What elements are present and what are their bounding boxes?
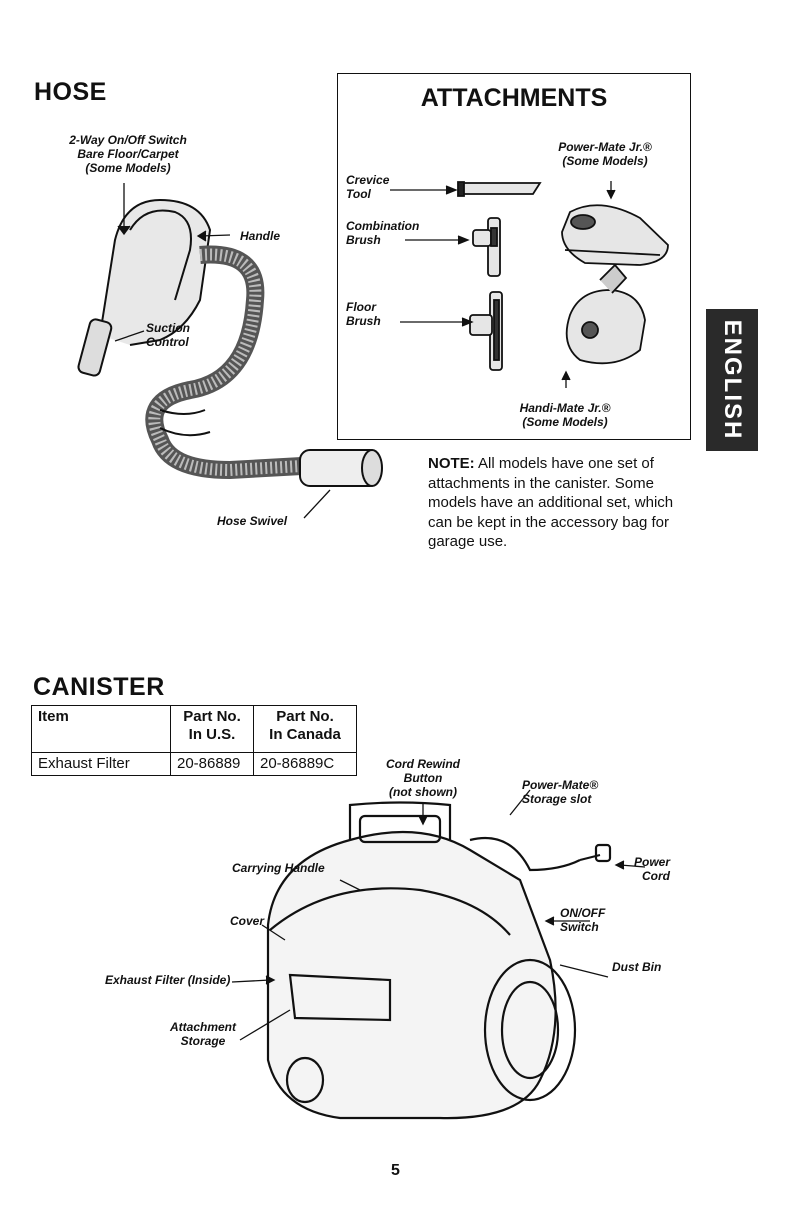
handimate-line1: Handi-Mate Jr.® [519, 401, 611, 415]
header-item: Item [38, 708, 69, 725]
handi-mate-jr-label: Handi-Mate Jr.® (Some Models) [495, 401, 635, 429]
power-cord-line2: Cord [642, 869, 670, 883]
header-partno-ca-line2: In Canada [269, 726, 341, 743]
handle-label: Handle [240, 229, 281, 243]
attachment-storage-label: Attachment Storage [158, 1020, 248, 1048]
crevice-line1: Crevice [346, 173, 390, 187]
floor-brush-label: Floor Brush [346, 300, 381, 328]
canister-leader-lines [231, 789, 646, 1041]
cord-rewind-line3: (not shown) [389, 785, 457, 799]
table-header-row: Item Part No. In U.S. Part No. In Canada [31, 705, 357, 753]
crevice-line2: Tool [346, 187, 371, 201]
hose-leader-lines [114, 183, 331, 519]
powermate-jr-line1: Power-Mate Jr.® [558, 140, 652, 154]
canister-illustration [266, 801, 612, 1120]
attachments-note: NOTE: All models have one set of attachm… [428, 454, 698, 552]
switch-label: 2-Way On/Off Switch Bare Floor/Carpet (S… [38, 133, 218, 175]
note-text: All models have one set of attachments i… [428, 455, 674, 550]
power-mate-storage-label: Power-Mate® Storage slot [522, 778, 598, 806]
combination-line1: Combination [346, 219, 420, 233]
storage-slot-line2: Storage slot [522, 792, 592, 806]
header-partno-ca-line1: Part No. [276, 708, 334, 725]
table-cell: 20-86889 [170, 752, 254, 776]
attachment-storage-line2: Storage [180, 1034, 226, 1048]
language-tab-label: ENGLISH [719, 319, 746, 441]
header-partno-us-line1: Part No. [183, 708, 241, 725]
cord-rewind-label: Cord Rewind Button (not shown) [368, 757, 478, 799]
cord-rewind-line1: Cord Rewind [386, 757, 460, 771]
canister-heading: CANISTER [33, 673, 165, 701]
page-number: 5 [391, 1162, 400, 1179]
carrying-handle-label: Carrying Handle [232, 861, 325, 875]
switch-label-line1: 2-Way On/Off Switch [69, 133, 187, 147]
language-tab: ENGLISH [706, 309, 758, 451]
cord-rewind-line2: Button [403, 771, 443, 785]
attachments-box [337, 73, 691, 440]
powermate-jr-line2: (Some Models) [562, 154, 648, 168]
onoff-line1: ON/OFF [560, 906, 606, 920]
floor-line2: Brush [346, 314, 381, 328]
suction-control-label: Suction Control [146, 321, 190, 349]
table-header-cell: Part No. In Canada [253, 705, 357, 753]
table-row: Exhaust Filter 20-86889 20-86889C [31, 752, 357, 776]
header-partno-us-line2: In U.S. [188, 726, 236, 743]
table-header-cell: Item [31, 705, 171, 753]
exhaust-filter-label: Exhaust Filter (Inside) [105, 973, 231, 987]
storage-slot-line1: Power-Mate® [522, 778, 599, 792]
table-header-cell: Part No. In U.S. [170, 705, 254, 753]
dust-bin-label: Dust Bin [612, 960, 662, 974]
crevice-tool-label: Crevice Tool [346, 173, 389, 201]
hose-heading: HOSE [34, 78, 107, 106]
note-prefix: NOTE: [428, 455, 475, 472]
handimate-line2: (Some Models) [522, 415, 608, 429]
power-cord-label: Power Cord [628, 855, 670, 883]
hose-swivel-label: Hose Swivel [217, 514, 288, 528]
onoff-line2: Switch [560, 920, 599, 934]
parts-table: Item Part No. In U.S. Part No. In Canada… [31, 705, 357, 776]
attachments-heading: ATTACHMENTS [420, 84, 608, 112]
suction-label-line1: Suction [146, 321, 190, 335]
table-cell: 20-86889C [253, 752, 357, 776]
power-cord-line1: Power [633, 855, 670, 869]
floor-line1: Floor [346, 300, 376, 314]
attachments-leader-lines [390, 181, 616, 388]
suction-label-line2: Control [146, 335, 189, 349]
attachments-illustration [457, 181, 669, 371]
hose-illustration [77, 198, 383, 487]
combination-line2: Brush [346, 233, 381, 247]
power-mate-jr-label: Power-Mate Jr.® (Some Models) [540, 140, 670, 168]
onoff-switch-label: ON/OFF Switch [560, 906, 605, 934]
switch-label-line2: Bare Floor/Carpet [77, 147, 179, 161]
cover-label: Cover [230, 914, 265, 928]
combination-brush-label: Combination Brush [346, 219, 419, 247]
switch-label-line3: (Some Models) [85, 161, 171, 175]
attachment-storage-line1: Attachment [169, 1020, 236, 1034]
table-cell: Exhaust Filter [31, 752, 171, 776]
